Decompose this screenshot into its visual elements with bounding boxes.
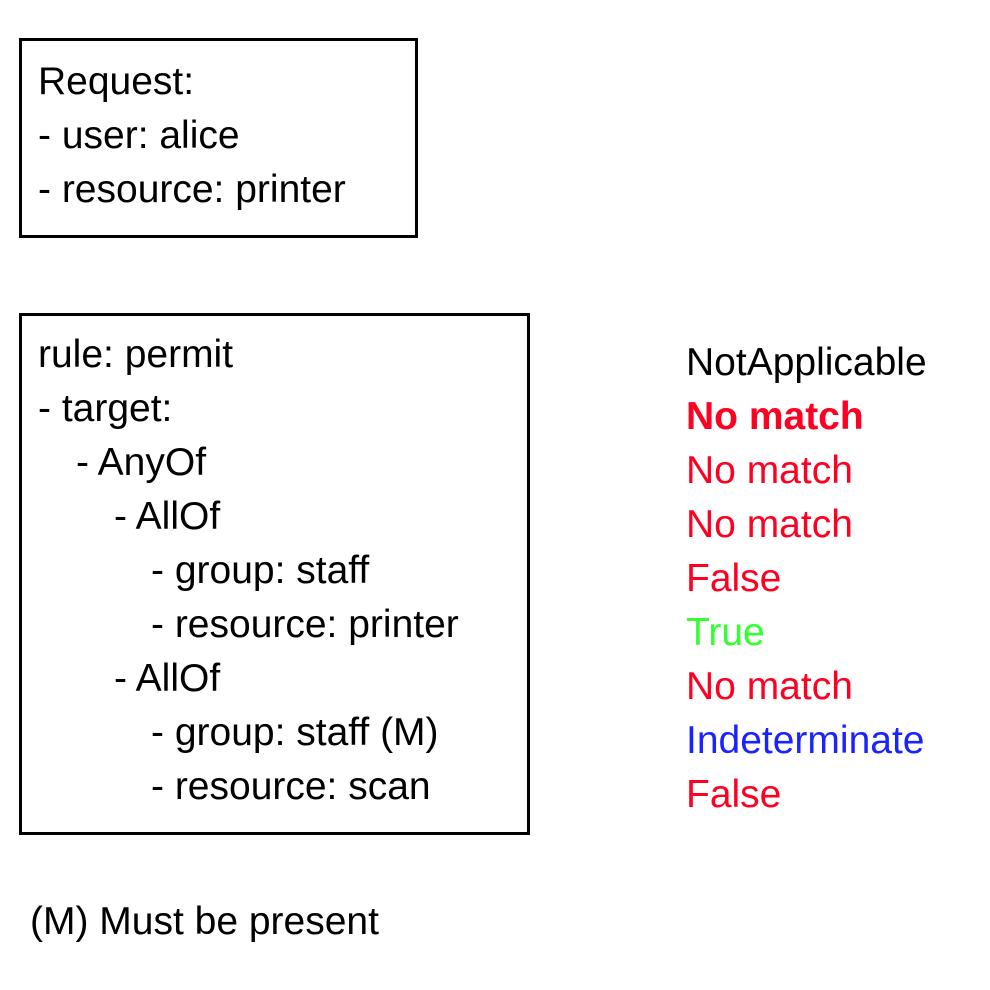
rule-line: - resource: printer [151,603,459,646]
result-allof-2: No match [686,665,853,708]
request-box: Request: - user: alice - resource: print… [19,38,418,238]
result-group-staff-m: Indeterminate [686,719,925,762]
result-target: No match [686,395,864,438]
result-anyof: No match [686,449,853,492]
result-allof-1: No match [686,503,853,546]
rule-line: - AnyOf [76,441,207,484]
rule-line: - resource: scan [151,765,431,808]
rule-line: - group: staff [151,549,370,592]
rule-box: rule: permit - target: - AnyOf - AllOf -… [19,313,530,835]
result-group-staff: False [686,557,782,600]
footnote: (M) Must be present [30,900,379,943]
rule-line: rule: permit [38,333,234,376]
result-rule: NotApplicable [686,341,927,384]
request-resource: - resource: printer [38,168,346,211]
rule-line: - AllOf [114,657,221,700]
rule-line: - AllOf [114,495,221,538]
request-user: - user: alice [38,114,240,157]
request-title: Request: [38,60,195,103]
rule-line: - group: staff (M) [151,711,439,754]
rule-line: - target: [38,387,173,430]
result-resource-scan: False [686,773,782,816]
result-resource-printer: True [686,611,765,654]
